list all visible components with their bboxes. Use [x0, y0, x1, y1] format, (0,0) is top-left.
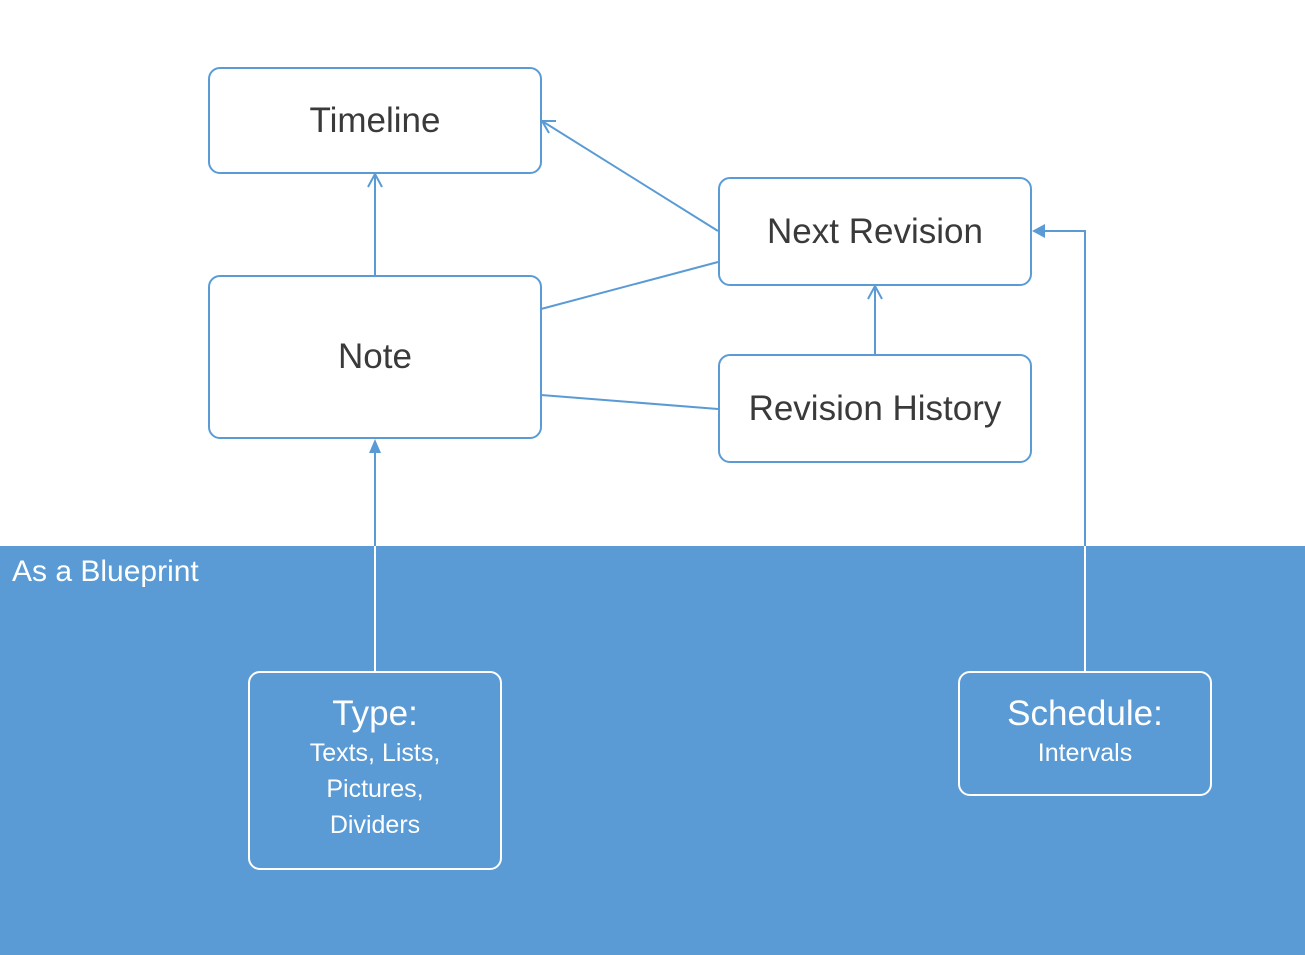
arrowhead-note-bottom: [369, 439, 381, 453]
note-node: Note: [208, 275, 542, 439]
blueprint-label: As a Blueprint: [12, 555, 199, 588]
blueprint-band: [0, 546, 1305, 955]
arrowhead-timeline-right: [540, 120, 556, 134]
schedule-detail: Intervals: [1037, 739, 1133, 767]
next-revision-node: Next Revision: [718, 177, 1032, 286]
arrowhead-nextrevision-right: [1032, 224, 1045, 238]
connector-note-nextrevision: [540, 261, 719, 310]
schedule-title: Schedule:: [1007, 694, 1163, 733]
type-detail: Texts, Lists, Pictures, Dividers: [309, 739, 441, 839]
arrowhead-timeline-bottom: [367, 171, 383, 188]
next-revision-label: Next Revision: [767, 211, 983, 251]
timeline-label: Timeline: [309, 100, 441, 140]
type-title: Type:: [332, 694, 418, 733]
connector-note-revisionhistory: [540, 394, 719, 410]
schedule-node: Schedule: Intervals: [958, 671, 1212, 796]
note-label: Note: [338, 337, 412, 376]
type-node: Type: Texts, Lists, Pictures, Dividers: [248, 671, 502, 870]
connector-nextrevision-to-timeline: [541, 120, 719, 232]
timeline-node: Timeline: [208, 67, 542, 174]
arrowhead-nextrevision-bottom: [867, 283, 883, 300]
revision-history-node: Revision History: [718, 354, 1032, 463]
connector-schedule-to-nextrevision: [1045, 230, 1086, 671]
revision-history-label: Revision History: [748, 388, 1002, 428]
